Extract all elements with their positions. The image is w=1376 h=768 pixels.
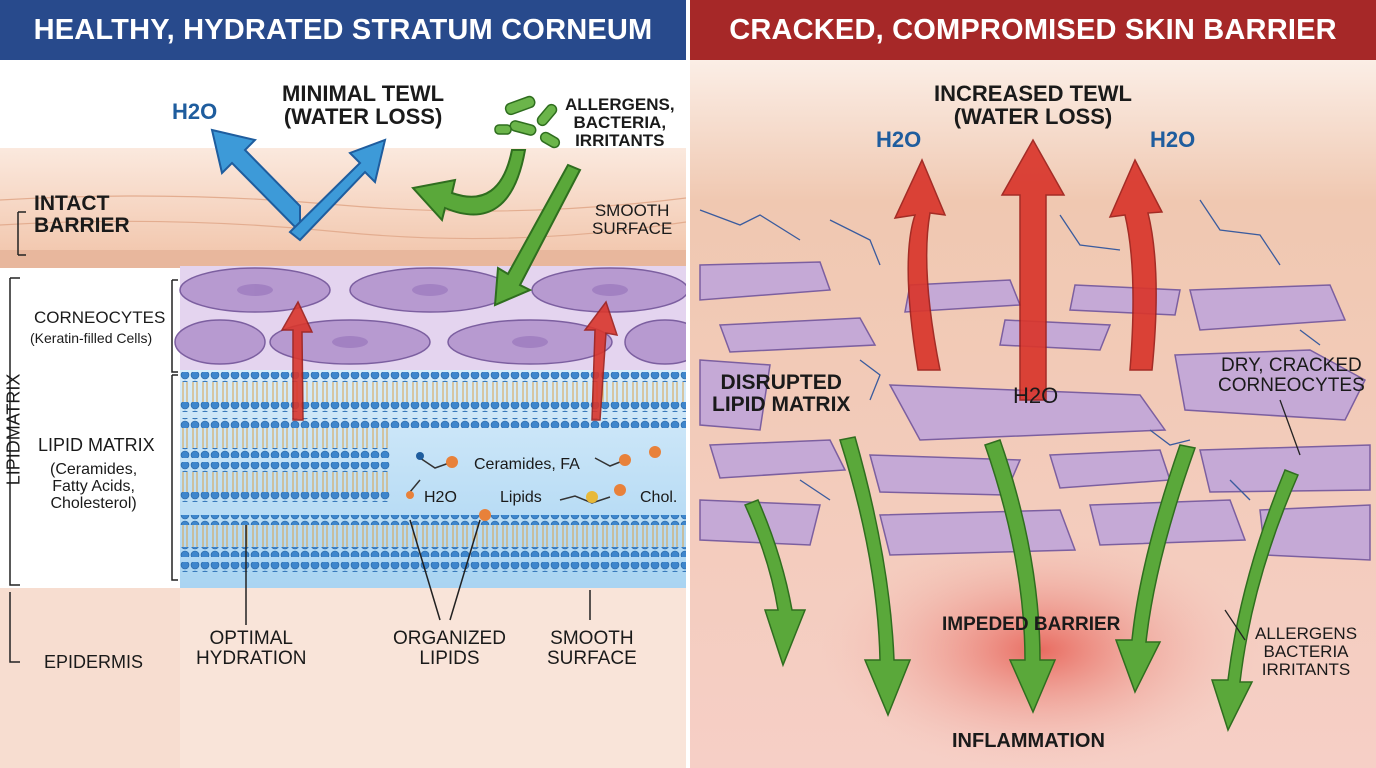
h2o-label-right-2: H2O [1150, 127, 1196, 152]
label-brackets [9, 211, 591, 663]
increased-tewl-label: INCREASED TEWL (WATER LOSS) [934, 81, 1132, 130]
molecule-inset [409, 457, 626, 504]
allergens-label-left: ALLERGENS, BACTERIA, IRRITANTS [565, 95, 675, 150]
tewl-arrows-minimal [210, 128, 387, 242]
allergens-label-right: ALLERGENS BACTERIA IRRITANTS [1255, 624, 1358, 679]
inset-ceramides-label: Ceramides, FA [474, 456, 580, 473]
smooth-surface-label-top: SMOOTH SURFACE [592, 201, 673, 238]
right-panel-header: CRACKED, COMPROMISED SKIN BARRIER [690, 0, 1376, 60]
lipid-matrix-sublabel: (Ceramides, Fatty Acids, Cholesterol) [50, 461, 138, 512]
h2o-label-center: H2O [1013, 383, 1059, 408]
tewl-arrows-increased [893, 138, 1164, 401]
lipidmatrix-vertical-label: LIPIDMATRIX [3, 373, 24, 486]
impeded-barrier-label: IMPEDED BARRIER [942, 614, 1121, 635]
allergen-arrows-left [411, 149, 582, 307]
inset-chol-label: Chol. [640, 489, 678, 506]
left-panel-header: HEALTHY, HYDRATED STRATUM CORNEUM [0, 0, 686, 60]
disrupted-lipid-label: DISRUPTED LIPID MATRIX [712, 371, 851, 417]
crack-lines [699, 199, 1321, 501]
corneocytes-sublabel: (Keratin-filled Cells) [30, 330, 153, 346]
epidermis-label: EPIDERMIS [44, 652, 144, 672]
inset-h2o-label: H2O [424, 489, 457, 506]
inset-lipids-label: Lipids [500, 489, 542, 506]
internal-water-arrows [280, 300, 619, 421]
inflammation-label: INFLAMMATION [952, 730, 1105, 752]
h2o-label-right-1: H2O [876, 127, 922, 152]
lipid-bilayers [180, 372, 686, 572]
lipid-matrix-label: LIPID MATRIX [38, 435, 155, 455]
minimal-tewl-label: MINIMAL TEWL (WATER LOSS) [282, 81, 445, 130]
allergen-arrows-right [743, 436, 1300, 732]
intact-barrier-label: INTACT BARRIER [34, 192, 130, 238]
smooth-surface-label-bottom: SMOOTH SURFACE [547, 628, 637, 669]
organized-lipids-label: ORGANIZED LIPIDS [393, 628, 506, 669]
h2o-label-left: H2O [172, 99, 218, 124]
bacteria-icon [494, 95, 561, 149]
optimal-hydration-label: OPTIMAL HYDRATION [196, 628, 307, 669]
cracked-corneocytes [699, 261, 1371, 561]
corneocytes-label: CORNEOCYTES [34, 308, 166, 327]
dry-cracked-label: DRY, CRACKED CORNEOCYTES [1218, 355, 1365, 396]
